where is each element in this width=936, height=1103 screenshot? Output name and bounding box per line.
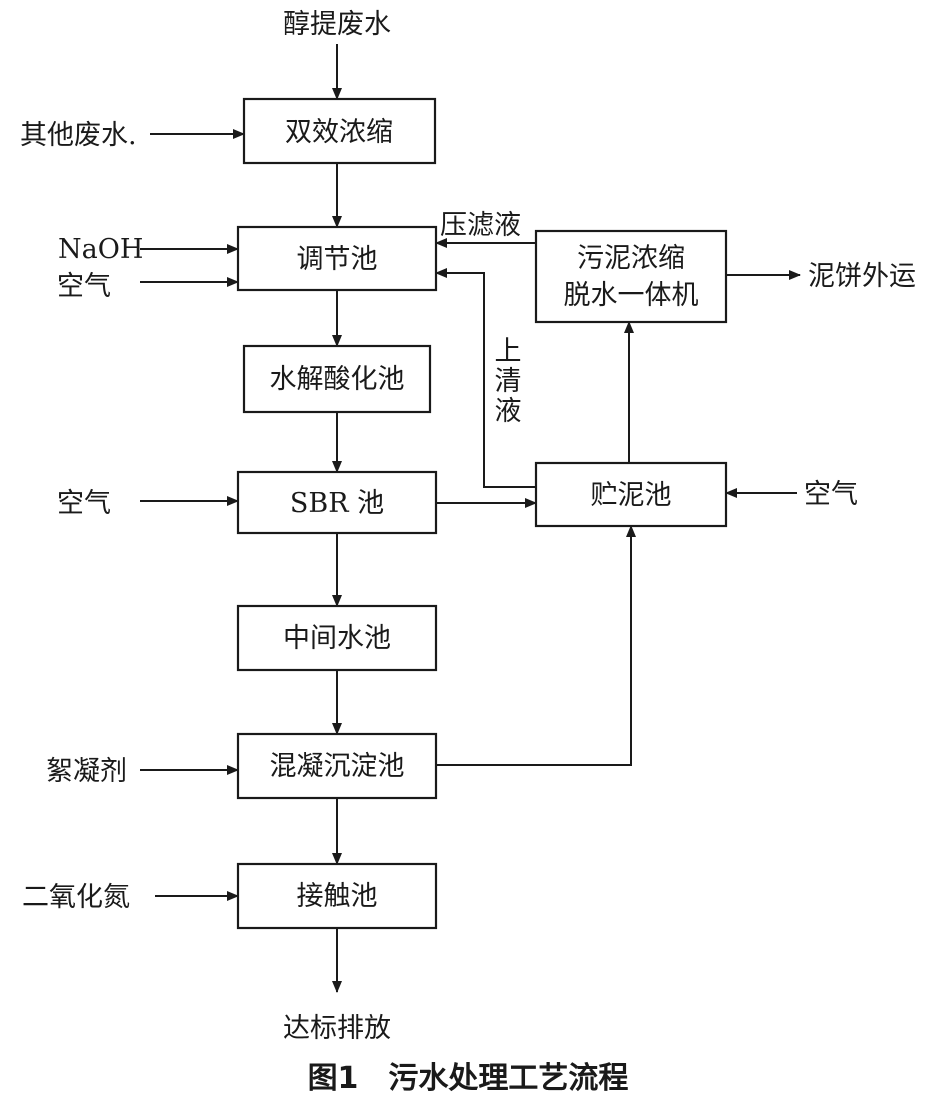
box-regulating-tank-label: 调节池 [297, 244, 378, 275]
label-air-sbr: 空气 [57, 488, 111, 519]
label-supernatant-char1: 上 [495, 336, 522, 367]
label-supernatant-char2: 清 [495, 366, 522, 397]
label-alcohol-wastewater: 醇提废水 [283, 9, 391, 40]
box-double-effect-label: 双效浓缩 [285, 117, 393, 148]
connectors [140, 44, 801, 993]
label-supernatant-char3: 液 [495, 396, 522, 427]
label-air-regulating: 空气 [57, 271, 111, 302]
figure-caption: 图1 污水处理工艺流程 [308, 1061, 629, 1096]
label-naoh: NaOH [58, 234, 143, 265]
box-regulating-tank: 调节池 [236, 225, 438, 292]
arrow-coagulation-to-sludge-storage [436, 525, 636, 766]
box-sbr-tank-label: SBR 池 [290, 488, 384, 519]
label-flocculant: 絮凝剂 [46, 756, 127, 787]
box-coagulation-tank: 混凝沉淀池 [236, 732, 438, 800]
box-sbr-tank: SBR 池 [236, 470, 438, 535]
label-other-wastewater: 其他废水. [20, 120, 137, 151]
label-sludge-cake: 泥饼外运 [808, 261, 916, 292]
box-sludge-machine-label-line1: 污泥浓缩 [577, 243, 685, 274]
box-intermediate-tank: 中间水池 [236, 604, 438, 672]
box-contact-tank: 接触池 [236, 862, 438, 930]
box-sludge-storage-label: 贮泥池 [591, 480, 672, 511]
label-filtrate: 压滤液 [440, 210, 521, 241]
arrow-supernatant-return [435, 268, 536, 488]
box-coagulation-tank-label: 混凝沉淀池 [270, 751, 405, 782]
label-chlorine-dioxide: 二氧化氮 [22, 882, 130, 913]
label-air-sludge-storage: 空气 [804, 479, 858, 510]
box-double-effect: 双效浓缩 [242, 97, 437, 165]
box-sludge-machine: 污泥浓缩 脱水一体机 [534, 229, 728, 324]
box-contact-tank-label: 接触池 [297, 881, 378, 912]
label-discharge: 达标排放 [283, 1013, 391, 1044]
box-hydrolysis-tank: 水解酸化池 [242, 344, 432, 414]
box-sludge-machine-label-line2: 脱水一体机 [564, 280, 699, 311]
box-sludge-storage: 贮泥池 [534, 461, 728, 528]
box-intermediate-tank-label: 中间水池 [283, 623, 391, 654]
box-hydrolysis-tank-label: 水解酸化池 [270, 364, 405, 395]
